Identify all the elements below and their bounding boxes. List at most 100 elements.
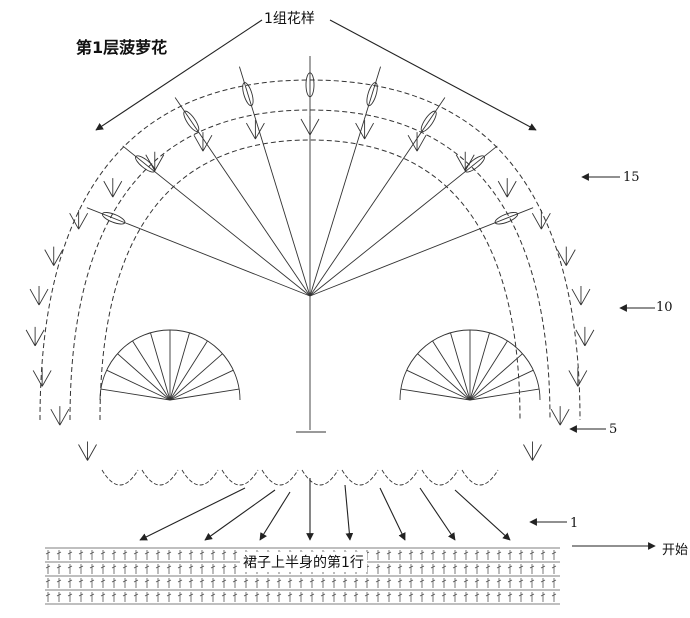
band-stitch-bar <box>188 579 194 583</box>
band-stitch-bar <box>551 565 557 569</box>
band-stitch-bar <box>199 551 205 555</box>
band-stitch-bar <box>78 579 84 583</box>
side-fan-spoke <box>169 332 190 401</box>
band-stitch-bar <box>529 593 535 597</box>
side-fan-spoke <box>469 388 540 401</box>
band-stitch-bar <box>408 565 414 569</box>
band-stitch-bar <box>133 565 139 569</box>
band-stitch-bar <box>122 551 128 555</box>
band-stitch-bar <box>353 593 359 597</box>
fan-petal <box>101 212 126 225</box>
band-stitch-bar <box>485 565 491 569</box>
band-stitch-bar <box>386 579 392 583</box>
band-stitch-bar <box>199 593 205 597</box>
side-fan-spoke <box>406 369 471 401</box>
fan-petal <box>135 155 156 173</box>
band-stitch-bar <box>298 593 304 597</box>
band-stitch-bar <box>122 565 128 569</box>
band-stitch-bar <box>474 593 480 597</box>
bottom-scallop <box>381 469 419 486</box>
side-fan-spoke <box>417 353 471 401</box>
row-marker-1: 1 <box>570 516 579 531</box>
band-stitch-bar <box>188 565 194 569</box>
band-stitch-bar <box>309 579 315 583</box>
band-stitch-bar <box>89 551 95 555</box>
down-arrow <box>259 491 291 541</box>
band-stitch-bar <box>518 593 524 597</box>
shell-cluster <box>44 246 64 266</box>
shell-cluster <box>523 441 542 461</box>
band-stitch-bar <box>56 565 62 569</box>
band-stitch-bar <box>441 579 447 583</box>
fan-petal <box>305 72 315 98</box>
band-stitch-bar <box>408 551 414 555</box>
band-stitch-bar <box>254 579 260 583</box>
band-stitch-bar <box>463 579 469 583</box>
band-stitch-bar <box>45 593 51 597</box>
band-stitch-bar <box>122 579 128 583</box>
fan-petal <box>420 110 437 132</box>
band-stitch-bar <box>463 551 469 555</box>
group-arrow-left <box>95 19 263 131</box>
band-stitch-bar <box>254 593 260 597</box>
band-stitch-bar <box>386 565 392 569</box>
band-stitch-bar <box>364 579 370 583</box>
band-stitch-bar <box>177 579 183 583</box>
band-stitch-bar <box>276 593 282 597</box>
side-fan-spoke <box>117 353 171 401</box>
band-stitch-bar <box>111 565 117 569</box>
band-stitch-bar <box>276 579 282 583</box>
band-stitch-bar <box>518 551 524 555</box>
band-stitch-bar <box>67 565 73 569</box>
band-stitch-bar <box>78 551 84 555</box>
bottom-scallop <box>261 469 299 486</box>
band-stitch-bar <box>474 579 480 583</box>
side-fan-spoke <box>100 388 171 401</box>
band-stitch-bar <box>452 551 458 555</box>
band-stitch-bar <box>232 579 238 583</box>
band-stitch-bar <box>199 565 205 569</box>
shell-cluster <box>103 178 123 198</box>
band-stitch-bar <box>56 551 62 555</box>
band-stitch-bar <box>166 551 172 555</box>
band-stitch-bar <box>45 579 51 583</box>
shell-cluster <box>355 120 375 140</box>
band-stitch-bar <box>221 593 227 597</box>
band-stitch-bar <box>496 565 502 569</box>
band-stitch-bar <box>518 565 524 569</box>
band-stitch-bar <box>518 579 524 583</box>
start-label: 开始 <box>662 543 689 558</box>
bottom-scallop <box>341 469 379 486</box>
band-stitch-bar <box>155 579 161 583</box>
band-stitch-bar <box>56 579 62 583</box>
band-stitch-bar <box>419 565 425 569</box>
band-stitch-bar <box>89 565 95 569</box>
shell-cluster <box>25 326 45 347</box>
band-stitch-bar <box>342 579 348 583</box>
band-stitch-bar <box>133 551 139 555</box>
band-stitch-bar <box>507 579 513 583</box>
shell-cluster <box>300 116 320 136</box>
band-stitch-bar <box>155 565 161 569</box>
band-stitch-bar <box>287 593 293 597</box>
band-stitch-bar <box>243 593 249 597</box>
band-stitch-bar <box>419 593 425 597</box>
side-fan-arc <box>99 329 241 401</box>
shell-cluster <box>575 326 595 347</box>
fan-spoke <box>86 207 311 297</box>
band-stitch-bar <box>397 579 403 583</box>
band-stitch-bar <box>342 593 348 597</box>
band-stitch-bar <box>166 579 172 583</box>
band-stitch-bar <box>540 593 546 597</box>
band-stitch-bar <box>419 551 425 555</box>
fan-spoke <box>174 97 311 297</box>
band-stitch-bar <box>232 593 238 597</box>
band-stitch-bar <box>375 551 381 555</box>
band-stitch-bar <box>386 593 392 597</box>
row-marker-10: 10 <box>656 300 673 315</box>
shell-cluster <box>32 367 52 387</box>
band-stitch-bar <box>551 551 557 555</box>
band-stitch-bar <box>78 593 84 597</box>
band-stitch-bar <box>221 579 227 583</box>
side-fan-spoke <box>169 340 208 401</box>
